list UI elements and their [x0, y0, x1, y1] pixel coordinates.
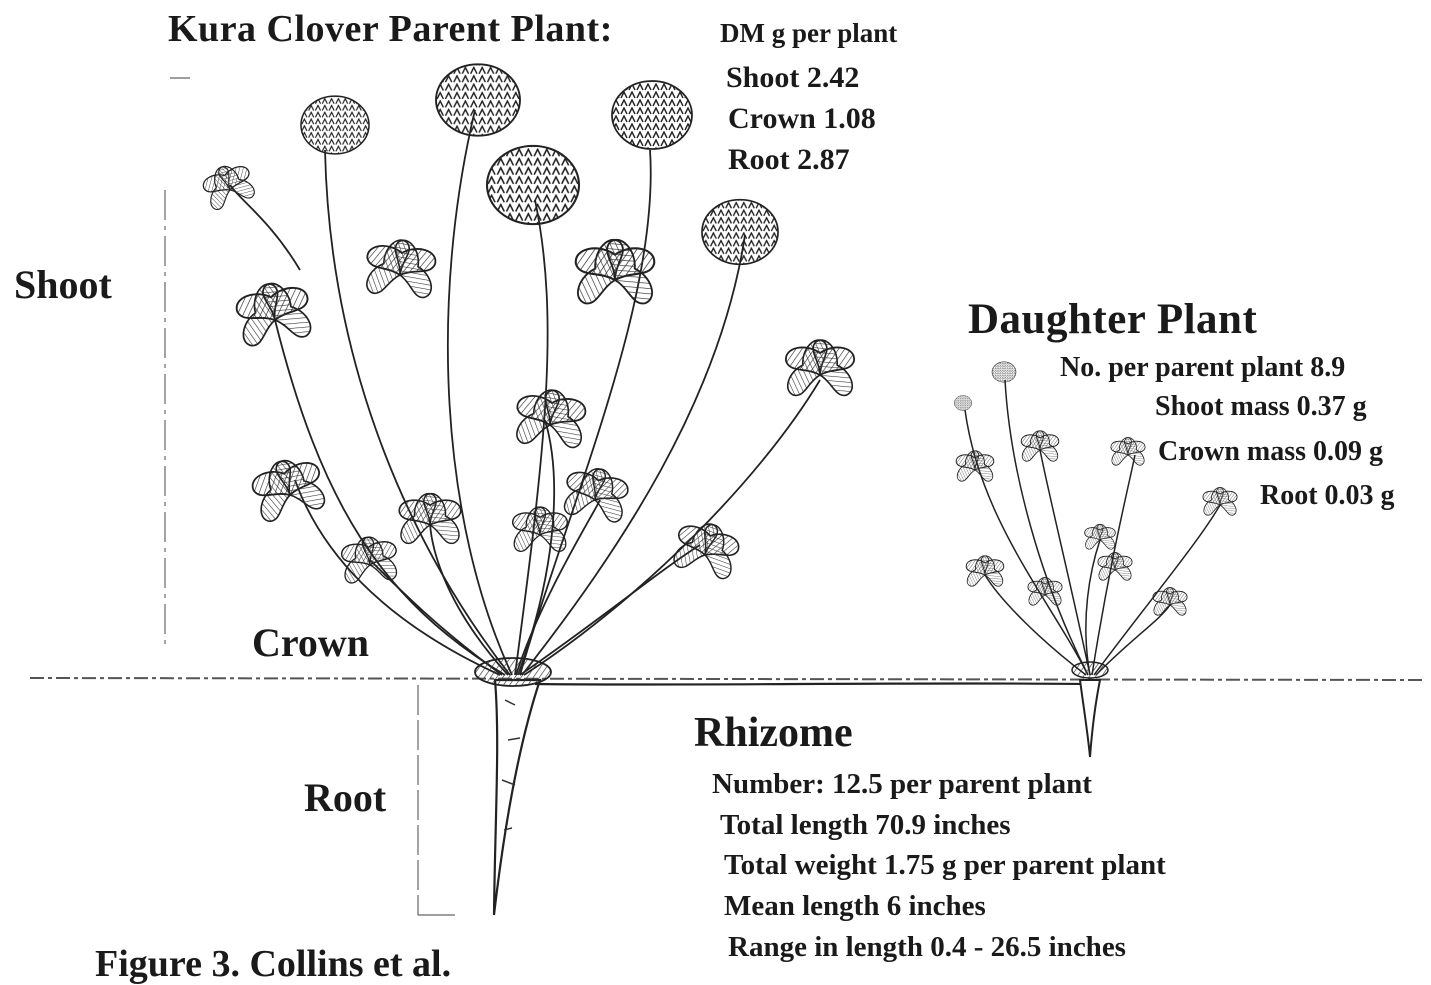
- dm-unit-label: DM g per plant: [720, 20, 897, 47]
- daughter-root-mass: Root 0.03 g: [1260, 482, 1395, 510]
- rhizome-total-length: Total length 70.9 inches: [720, 811, 1011, 840]
- rhizome-length-range: Range in length 0.4 - 26.5 inches: [728, 933, 1126, 962]
- daughter-count: No. per parent plant 8.9: [1060, 354, 1345, 382]
- rhizome-title: Rhizome: [694, 712, 853, 754]
- rhizome-total-weight: Total weight 1.75 g per parent plant: [724, 851, 1166, 880]
- rhizome-mean-length: Mean length 6 inches: [724, 892, 986, 921]
- parent-plant-title: Kura Clover Parent Plant:: [168, 10, 613, 48]
- crown-section-label: Crown: [252, 623, 369, 663]
- rhizome-number: Number: 12.5 per parent plant: [712, 770, 1092, 799]
- parent-crown-mass: Crown 1.08: [728, 104, 876, 134]
- ground-line: [30, 678, 1425, 680]
- parent-shoot-mass: Shoot 2.42: [726, 63, 859, 93]
- root-section-label: Root: [304, 778, 386, 818]
- shoot-section-label: Shoot: [14, 265, 112, 305]
- parent-root-mass: Root 2.87: [728, 145, 850, 175]
- rhizome-drawing: [535, 683, 1085, 684]
- daughter-crown-mass: Crown mass 0.09 g: [1158, 438, 1383, 466]
- figure-caption: Figure 3. Collins et al.: [95, 945, 451, 983]
- daughter-shoot-mass: Shoot mass 0.37 g: [1155, 393, 1367, 421]
- daughter-plant-title: Daughter Plant: [968, 298, 1257, 341]
